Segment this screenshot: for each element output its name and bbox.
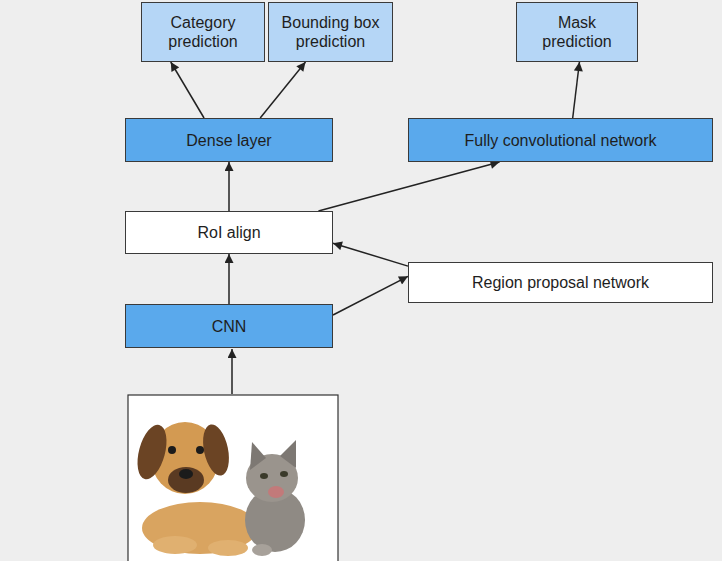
process-box: Region proposal network (408, 262, 713, 303)
flow-arrow (573, 62, 580, 118)
layer-box: Dense layer (125, 118, 333, 162)
node-label: Region proposal network (472, 273, 649, 292)
output-box: Mask prediction (516, 2, 638, 62)
layer-box: Fully convolutional network (408, 118, 713, 162)
photo-frame (128, 395, 338, 561)
flow-arrow (171, 62, 204, 118)
output-box: Bounding box prediction (268, 2, 393, 62)
flow-arrow (228, 162, 230, 211)
flow-arrow (260, 62, 305, 118)
output-box: Category prediction (141, 2, 265, 62)
node-label: Category prediction (148, 13, 258, 51)
input-photo (128, 395, 338, 561)
input-arrow (231, 349, 233, 394)
layer-box: CNN (125, 304, 333, 348)
flow-arrow (228, 254, 230, 304)
node-label: Bounding box prediction (275, 13, 386, 51)
flow-arrow (318, 162, 499, 211)
process-box: RoI align (125, 211, 333, 254)
node-label: Dense layer (186, 131, 271, 150)
node-label: CNN (212, 317, 247, 336)
node-label: RoI align (197, 223, 260, 242)
dog-figure (132, 422, 258, 556)
node-label: Mask prediction (523, 13, 631, 51)
node-label: Fully convolutional network (464, 131, 656, 150)
flow-arrow (333, 276, 408, 315)
cat-figure (245, 440, 305, 556)
flow-arrow (333, 243, 408, 266)
